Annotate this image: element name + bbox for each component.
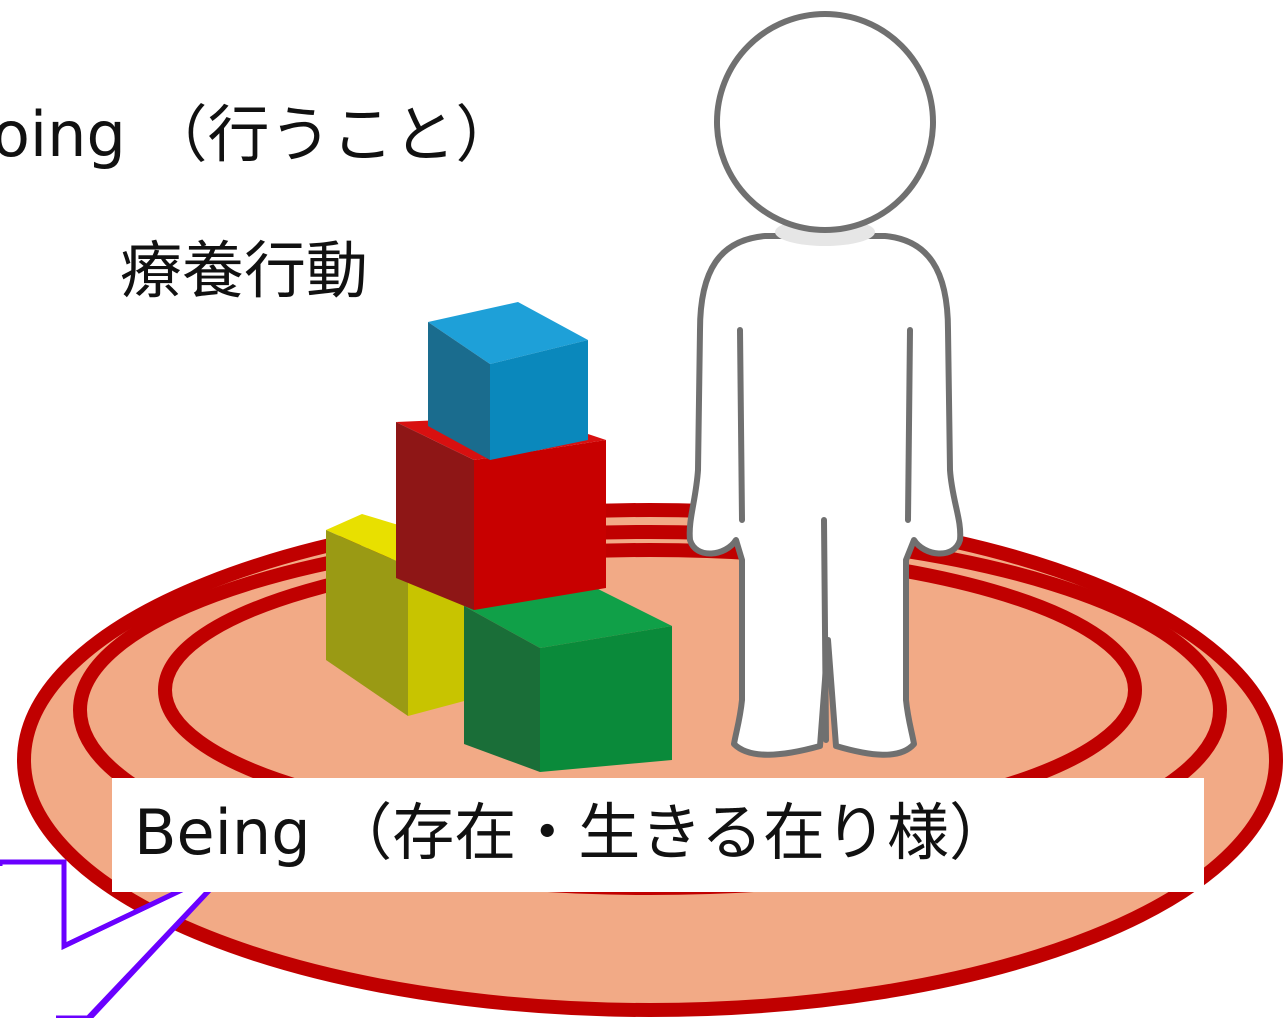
being-label: Being （存在・生きる在り様） <box>134 796 1012 869</box>
person-arm-line-right <box>905 327 913 523</box>
callout-pointer <box>0 859 234 1018</box>
person-leg-split <box>821 517 829 743</box>
green-block <box>464 588 672 772</box>
being-label-box: Being （存在・生きる在り様） <box>112 778 1204 892</box>
toy-blocks <box>326 302 672 772</box>
person-icon <box>686 11 964 758</box>
blue-block <box>428 302 588 460</box>
doing-label: oing （行うこと） <box>0 98 518 171</box>
person-arm-line-left <box>737 327 745 523</box>
person-body <box>686 233 964 758</box>
care-behavior-label: 療養行動 <box>120 234 369 307</box>
person-head <box>714 11 936 233</box>
